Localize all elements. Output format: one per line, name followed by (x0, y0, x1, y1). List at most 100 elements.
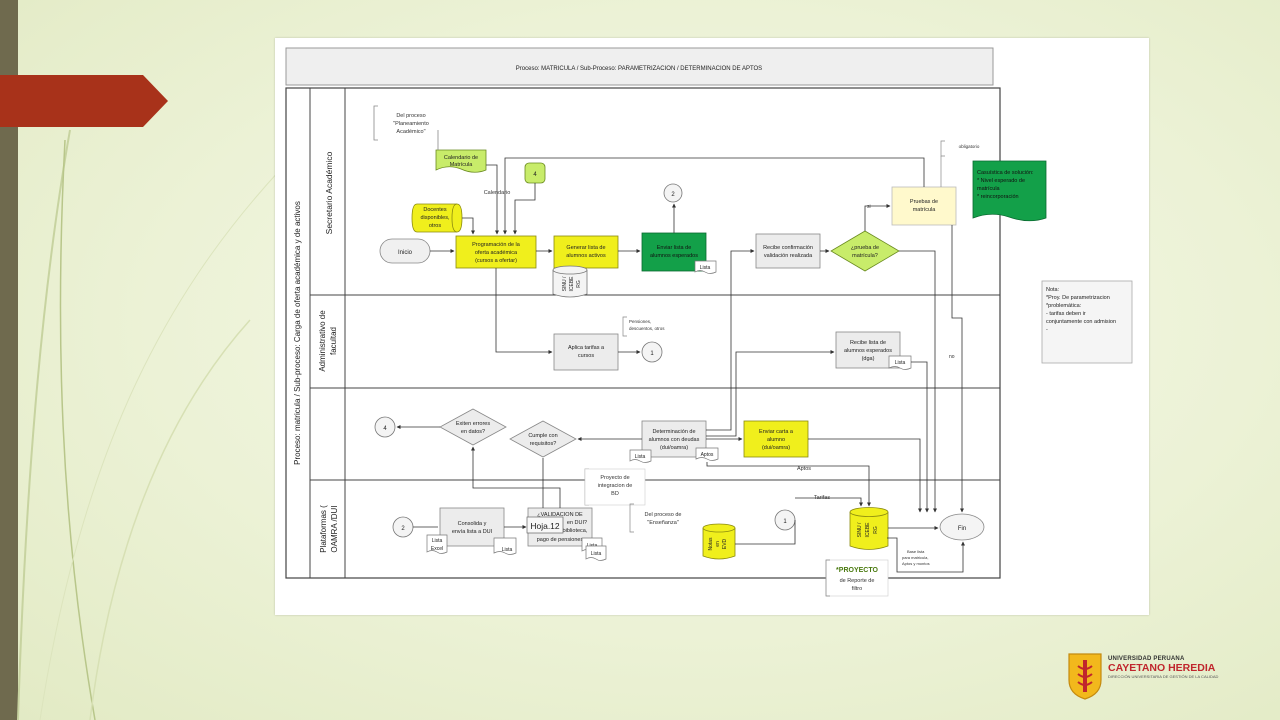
node-text: Inicio (398, 250, 413, 256)
consolida-task (439, 507, 505, 547)
annotation-text: Del proceso de (645, 512, 682, 518)
node-text: Calendario de (444, 155, 478, 161)
enviar-carta-task (743, 420, 809, 458)
casuistica-document (972, 160, 1047, 222)
hoja-tooltip (526, 516, 564, 534)
lane-plat-2: OAMRA /DUI (330, 505, 339, 552)
node-text: validación realizada (764, 253, 813, 259)
annotation-text: "Enseñanza" (647, 520, 678, 526)
prueba-gateway (830, 230, 900, 272)
node-text: (cursos a ofertar) (475, 258, 517, 264)
sinu-database-top (552, 270, 588, 298)
lista-document (493, 537, 517, 555)
node-text: * reincorporación (977, 194, 1019, 200)
node-text: (dui/oamra) (762, 445, 790, 451)
annotation-text: BD (611, 491, 619, 497)
node-text: 1 (650, 351, 654, 357)
node-text: * Nivel esperado de (977, 178, 1025, 184)
annotation-text: Aptos y montos (902, 561, 930, 566)
connector-1-admin (641, 341, 663, 363)
node-text: Enviar lista de (657, 245, 692, 251)
node-text: Programación de la (472, 242, 521, 248)
aptos-label: Aptos (797, 466, 811, 472)
lane-admin-2: facultad (329, 327, 338, 355)
lista-document (629, 449, 652, 463)
node-text: Lista (700, 265, 711, 271)
annotation-text: Del proceso (396, 113, 425, 119)
generar-lista-task (553, 235, 619, 269)
cumple-requisitos-gateway (509, 420, 577, 458)
title-bar (285, 47, 994, 86)
connector-2-top (663, 183, 683, 203)
node-text: Aplica tarifas a (568, 345, 605, 351)
flowchart-svg: Proceso: MATRICULA / Sub-Proceso: PARAME… (285, 47, 1133, 597)
flowchart-image: Proceso: MATRICULA / Sub-Proceso: PARAME… (275, 38, 1149, 615)
node-text: Lista (432, 538, 443, 544)
node-text: alumnos activos (566, 253, 606, 259)
annotation-text: Proyecto de (600, 475, 629, 481)
node-text: ICEBE (569, 276, 575, 292)
recibe-confirmacion-task (755, 233, 821, 269)
lista-document (888, 355, 912, 370)
node-text: RG (576, 280, 582, 288)
node-text: Exiten errores (456, 421, 490, 427)
proyecto-reporte-annotation (825, 559, 889, 597)
calendario-document (435, 149, 487, 173)
node-text: Lista (502, 547, 513, 553)
node-text: Enviar carta a (759, 429, 794, 435)
lane-admin-1: Administrativo de (318, 310, 327, 372)
note-text: Nota: (1046, 287, 1060, 293)
note-text: conjuntamente con admision (1046, 319, 1116, 325)
node-text: matrícula? (852, 253, 878, 259)
node-text: alumnos esperados (650, 253, 698, 259)
node-text: 4 (533, 172, 537, 178)
node-text: alumnos esperados (844, 348, 892, 354)
obligatorio-label: obligatorio (959, 144, 980, 149)
node-text: 1 (783, 519, 787, 525)
note-text: - tarifas deben ir (1046, 311, 1086, 317)
node-text: (dga) (862, 356, 875, 362)
node-text: Lista (591, 551, 602, 557)
node-text: Lista (895, 360, 906, 366)
node-text: Cumple con (528, 433, 557, 439)
node-text: Docentes (423, 207, 446, 213)
node-text: Pruebas de (910, 199, 938, 205)
lista-document (585, 545, 607, 561)
note-box (1041, 280, 1133, 364)
node-text: en datos? (461, 429, 485, 435)
sinu-database-bottom (849, 512, 889, 550)
lane-secretario: Secretario Académico (324, 151, 334, 234)
node-text: requisitos? (530, 441, 557, 447)
logo-line-1: UNIVERSIDAD PERUANA (1108, 656, 1185, 662)
node-text: SINU / (857, 522, 863, 537)
diagram-title: Proceso: MATRICULA / Sub-Proceso: PARAME… (516, 66, 762, 72)
node-text: Generar lista de (566, 245, 605, 251)
node-text: matrícula (977, 186, 1001, 192)
node-text: oferta académica (475, 250, 518, 256)
annotation-text: Base lista (907, 549, 925, 554)
lane-plat-1: Plataformas ( (319, 505, 328, 553)
node-text: cursos (578, 353, 594, 359)
node-text: Aptos (701, 452, 714, 458)
node-text: SINU / (562, 276, 568, 291)
node-text: pago de pensiones (537, 537, 584, 543)
existen-errores-gateway (439, 408, 507, 446)
node-text: ICEBE (865, 522, 871, 538)
programacion-task (455, 235, 537, 269)
node-text: alumnos con deudas (649, 437, 700, 443)
node-text: matrícula (913, 207, 937, 213)
annotation-text: *PROYECTO (836, 567, 878, 574)
node-text: otros (429, 223, 441, 229)
crest-icon (1068, 653, 1102, 700)
tooltip-text: Hoja.12 (530, 521, 560, 531)
annotation-bracket (373, 105, 378, 141)
node-text: disponibles, (420, 215, 450, 221)
node-text: Determinación de (652, 429, 695, 435)
node-text: Notas (708, 537, 714, 551)
note-text: *Proy. De parametrizacion (1046, 295, 1110, 301)
node-text: Fin (958, 526, 966, 532)
node-text: en DUI? (567, 520, 587, 526)
determinacion-task (641, 420, 707, 458)
node-text: 2 (671, 192, 675, 198)
university-logo: UNIVERSIDAD PERUANA CAYETANO HEREDIA DIR… (1066, 650, 1256, 702)
